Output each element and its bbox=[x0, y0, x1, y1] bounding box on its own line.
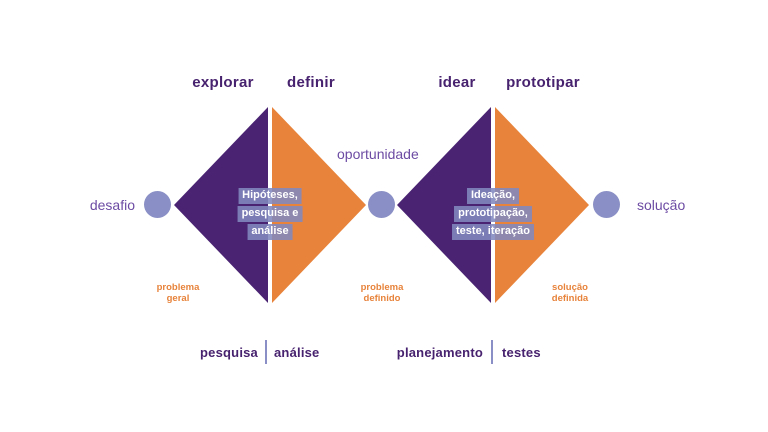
diamond2-note: Ideação, prototipação, teste, iteração bbox=[452, 186, 534, 240]
start-node-circle bbox=[144, 191, 171, 218]
diamond1-note-line2: pesquisa e bbox=[237, 206, 303, 222]
diamond1-note: Hipóteses, pesquisa e análise bbox=[237, 186, 303, 240]
milestone-line: geral bbox=[166, 293, 190, 304]
phase-label-prototipar: prototipar bbox=[506, 74, 580, 91]
start-node-label: desafio bbox=[89, 197, 135, 213]
milestone-problema-geral: problema geral bbox=[157, 282, 200, 304]
diamond1-note-line3: análise bbox=[247, 224, 293, 240]
milestone-solucao-definida: solução definida bbox=[552, 282, 588, 304]
activity-planejamento: planejamento bbox=[396, 345, 483, 360]
milestone-line: definido bbox=[363, 293, 401, 304]
diamond2-note-line3: teste, iteração bbox=[452, 224, 534, 240]
end-node-circle bbox=[593, 191, 620, 218]
milestone-line: problema bbox=[360, 282, 404, 293]
diamond2-note-line1: Ideação, bbox=[466, 188, 520, 204]
end-node-label: solução bbox=[637, 197, 686, 213]
middle-node-label: oportunidade bbox=[337, 146, 419, 162]
milestone-line: problema bbox=[156, 282, 200, 293]
milestone-line: solução bbox=[552, 282, 588, 293]
milestone-problema-definido: problema definido bbox=[361, 282, 404, 304]
activity-divider-1 bbox=[265, 340, 267, 364]
milestone-line: definida bbox=[551, 293, 589, 304]
activity-analise: análise bbox=[274, 345, 320, 360]
activity-divider-2 bbox=[491, 340, 493, 364]
diamond1-note-line1: Hipóteses, bbox=[238, 188, 302, 204]
phase-label-idear: idear bbox=[438, 74, 476, 91]
phase-label-definir: definir bbox=[287, 74, 335, 91]
phase-label-explorar: explorar bbox=[192, 74, 254, 91]
middle-node-circle bbox=[368, 191, 395, 218]
activity-pesquisa: pesquisa bbox=[200, 345, 258, 360]
activity-testes: testes bbox=[502, 345, 541, 360]
diamond2-note-line2: prototipação, bbox=[454, 206, 532, 222]
